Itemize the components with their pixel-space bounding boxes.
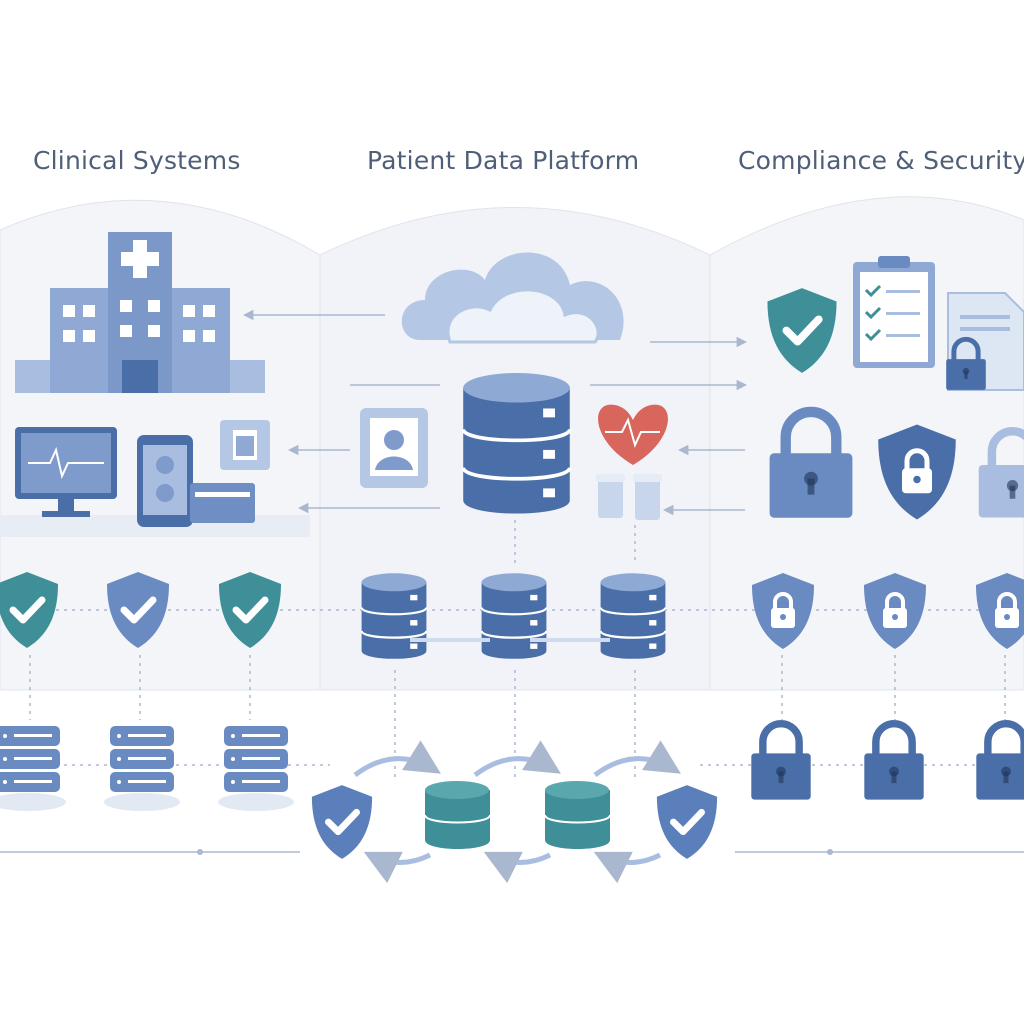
lock-icon bbox=[864, 724, 923, 800]
connector-node bbox=[197, 849, 203, 855]
shield-check-icon bbox=[312, 785, 372, 859]
heading-compliance-security: Compliance & Security bbox=[738, 146, 1024, 175]
database-node-icon bbox=[599, 572, 667, 661]
hospital-icon bbox=[15, 232, 265, 393]
server-icon bbox=[104, 726, 180, 811]
lock-icon bbox=[976, 724, 1024, 800]
central-database-icon bbox=[461, 371, 572, 516]
encrypted-database-icon bbox=[424, 781, 491, 849]
printer-icon bbox=[190, 483, 255, 523]
heading-patient-data-platform: Patient Data Platform bbox=[367, 146, 640, 175]
medicine-bottles-icon bbox=[596, 474, 662, 520]
mobile-device-icon bbox=[137, 435, 193, 527]
monitor-icon bbox=[15, 427, 117, 517]
connector-node bbox=[827, 849, 833, 855]
server-icon bbox=[218, 726, 294, 811]
document-icon bbox=[220, 420, 270, 470]
replication-arrows bbox=[353, 740, 681, 884]
lock-icon bbox=[751, 724, 810, 800]
heart-rate-icon bbox=[598, 404, 668, 465]
database-node-icon bbox=[360, 572, 428, 661]
heading-clinical-systems: Clinical Systems bbox=[33, 146, 241, 175]
server-icon bbox=[0, 726, 66, 811]
checklist-icon bbox=[853, 256, 935, 368]
cloud-icon bbox=[401, 252, 624, 344]
patient-profile-icon bbox=[360, 408, 428, 488]
secure-document-icon bbox=[946, 292, 1024, 390]
shield-check-icon bbox=[657, 785, 717, 859]
database-node-icon bbox=[480, 572, 548, 661]
encrypted-database-icon bbox=[544, 781, 611, 849]
